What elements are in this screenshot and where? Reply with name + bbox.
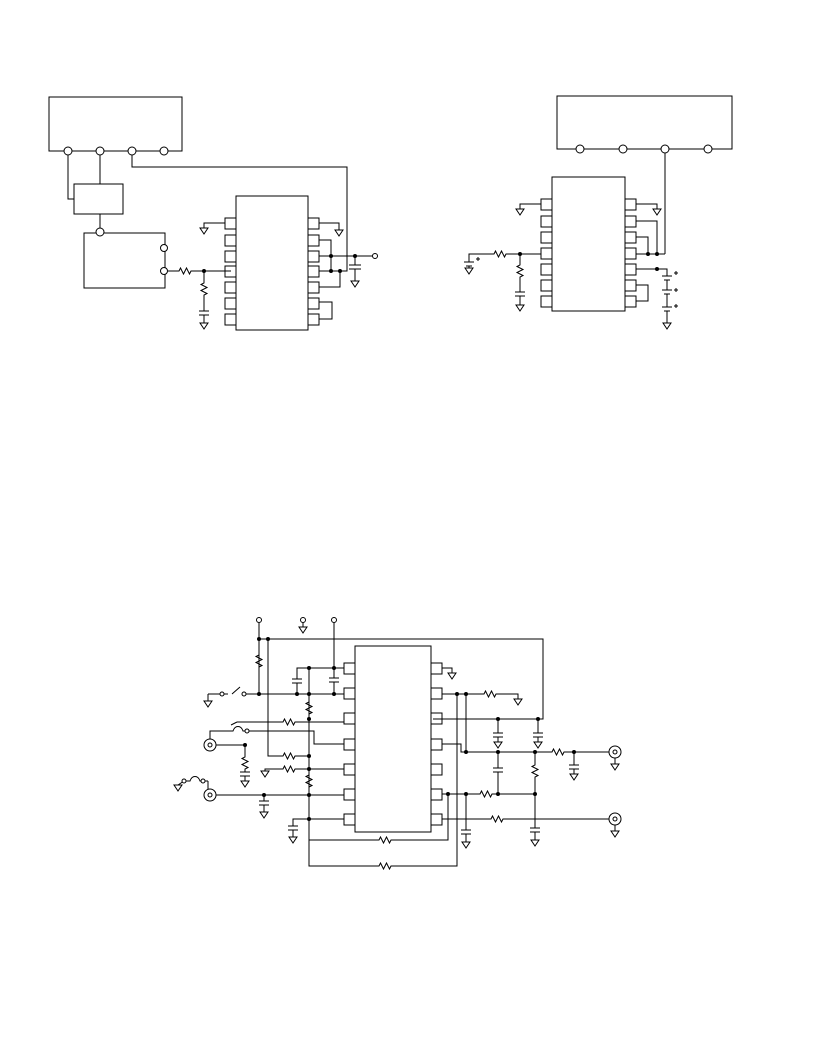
ground-icon xyxy=(652,208,662,216)
terminal-icon xyxy=(127,146,137,156)
ground-icon xyxy=(461,841,471,849)
ground-icon xyxy=(203,700,213,708)
resistor-icon xyxy=(442,743,609,757)
capacitor-icon xyxy=(493,752,503,795)
ground-icon xyxy=(662,322,672,330)
terminal-icon xyxy=(159,146,169,156)
capacitor-icon xyxy=(461,794,471,842)
capacitor-icon xyxy=(533,719,543,742)
terminal-icon xyxy=(95,146,105,156)
resistor-icon xyxy=(264,764,344,774)
resistor-icon xyxy=(237,717,344,727)
resistor-icon xyxy=(304,774,314,788)
capacitor-icon xyxy=(292,678,302,694)
top-instrument-box xyxy=(48,96,183,152)
figure-top-left xyxy=(48,96,378,331)
terminal-icon xyxy=(331,617,337,623)
terminal-icon xyxy=(160,267,168,275)
terminal-icon xyxy=(241,691,247,697)
ground-icon xyxy=(515,304,525,312)
ground-icon xyxy=(334,229,344,237)
ground-icon xyxy=(260,770,270,778)
ground-icon xyxy=(259,811,269,819)
terminal-icon xyxy=(300,617,306,623)
terminal-icon xyxy=(660,144,670,154)
capacitor-icon xyxy=(288,825,298,837)
ic-package xyxy=(354,645,432,833)
capacitor-icon xyxy=(199,310,209,323)
terminal-icon xyxy=(244,728,250,734)
ic-left-pins xyxy=(224,217,237,326)
terminal-icon xyxy=(703,144,713,154)
resistor-icon xyxy=(267,733,309,761)
resistor-icon xyxy=(304,701,314,715)
terminal-icon xyxy=(95,227,105,237)
ic-left-pins xyxy=(540,198,553,308)
resistor-icon xyxy=(442,814,609,824)
ground-icon xyxy=(288,836,298,844)
battery-icon xyxy=(662,271,678,323)
figure-top-right xyxy=(464,95,733,330)
ground-icon xyxy=(533,741,543,749)
terminal-icon xyxy=(63,146,73,156)
ground-icon xyxy=(464,267,474,275)
ground-icon xyxy=(530,839,540,847)
resistor-icon xyxy=(254,654,264,668)
resistor-icon xyxy=(468,249,541,262)
ground-icon xyxy=(298,626,308,634)
battery-icon xyxy=(464,261,474,268)
fuse-icon xyxy=(209,726,344,745)
terminal-icon xyxy=(372,253,378,259)
ic-package xyxy=(235,195,309,331)
top-instrument-box xyxy=(556,95,733,150)
capacitor-icon xyxy=(569,752,579,774)
small-module-box xyxy=(73,183,124,215)
switch-icon xyxy=(208,686,344,695)
terminal-icon xyxy=(160,244,168,252)
ground-icon xyxy=(199,227,209,235)
ground-icon xyxy=(515,208,525,216)
resistor-icon xyxy=(309,794,449,845)
capacitor-icon xyxy=(515,291,525,305)
ground-icon xyxy=(447,672,457,680)
terminal-icon xyxy=(256,617,262,623)
capacitor-icon xyxy=(240,771,250,781)
capacitor-icon xyxy=(530,827,540,840)
resistor-icon xyxy=(168,266,231,276)
terminal-icon xyxy=(575,144,585,154)
terminal-icon xyxy=(219,691,225,697)
capacitor-icon xyxy=(329,677,339,694)
ground-icon xyxy=(173,784,183,792)
capacitor-icon xyxy=(493,719,503,742)
ground-icon xyxy=(610,830,620,838)
capacitor-icon xyxy=(349,256,361,281)
ic-right-pins xyxy=(307,217,320,326)
ic-package xyxy=(551,176,626,312)
ground-icon xyxy=(569,773,579,781)
ic-right-pins xyxy=(624,198,637,308)
ground-icon xyxy=(493,741,503,749)
ground-icon xyxy=(610,763,620,771)
ground-icon xyxy=(199,322,209,330)
ground-icon xyxy=(240,780,250,788)
ic-left-pins xyxy=(343,662,356,826)
ic-right-pins xyxy=(430,662,443,826)
resistor-icon xyxy=(442,789,535,799)
source-box xyxy=(83,232,166,289)
ground-icon xyxy=(350,280,360,288)
terminal-icon xyxy=(618,144,628,154)
resistor-icon xyxy=(308,694,458,871)
capacitor-icon xyxy=(259,795,269,812)
figure-bottom xyxy=(173,617,622,871)
ground-icon xyxy=(513,698,523,706)
